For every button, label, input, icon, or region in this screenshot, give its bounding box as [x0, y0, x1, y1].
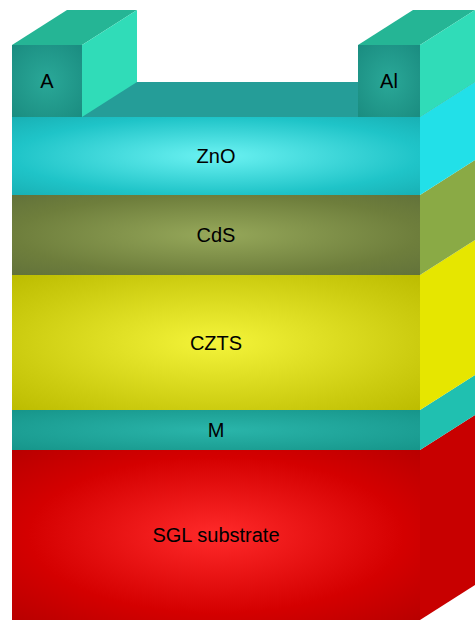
m-layer: M — [12, 410, 420, 450]
layer-label: CdS — [197, 224, 236, 246]
czts-layer: CZTS — [12, 275, 420, 410]
layer-label: SGL substrate — [152, 524, 279, 546]
substrate-layer: SGL substrate — [12, 450, 420, 620]
layer-label: ZnO — [197, 145, 236, 167]
zno-layer: ZnO — [12, 117, 420, 195]
layer-label: Al — [380, 70, 398, 92]
layer-label: A — [40, 70, 53, 92]
contact-side — [420, 10, 475, 117]
contact-a: A — [12, 45, 82, 117]
cds-layer: CdS — [12, 195, 420, 275]
layer-label: CZTS — [190, 332, 242, 354]
layer-label: M — [208, 419, 225, 441]
contact-al: Al — [358, 45, 420, 117]
side-face — [420, 415, 475, 620]
contact-side — [82, 10, 137, 117]
